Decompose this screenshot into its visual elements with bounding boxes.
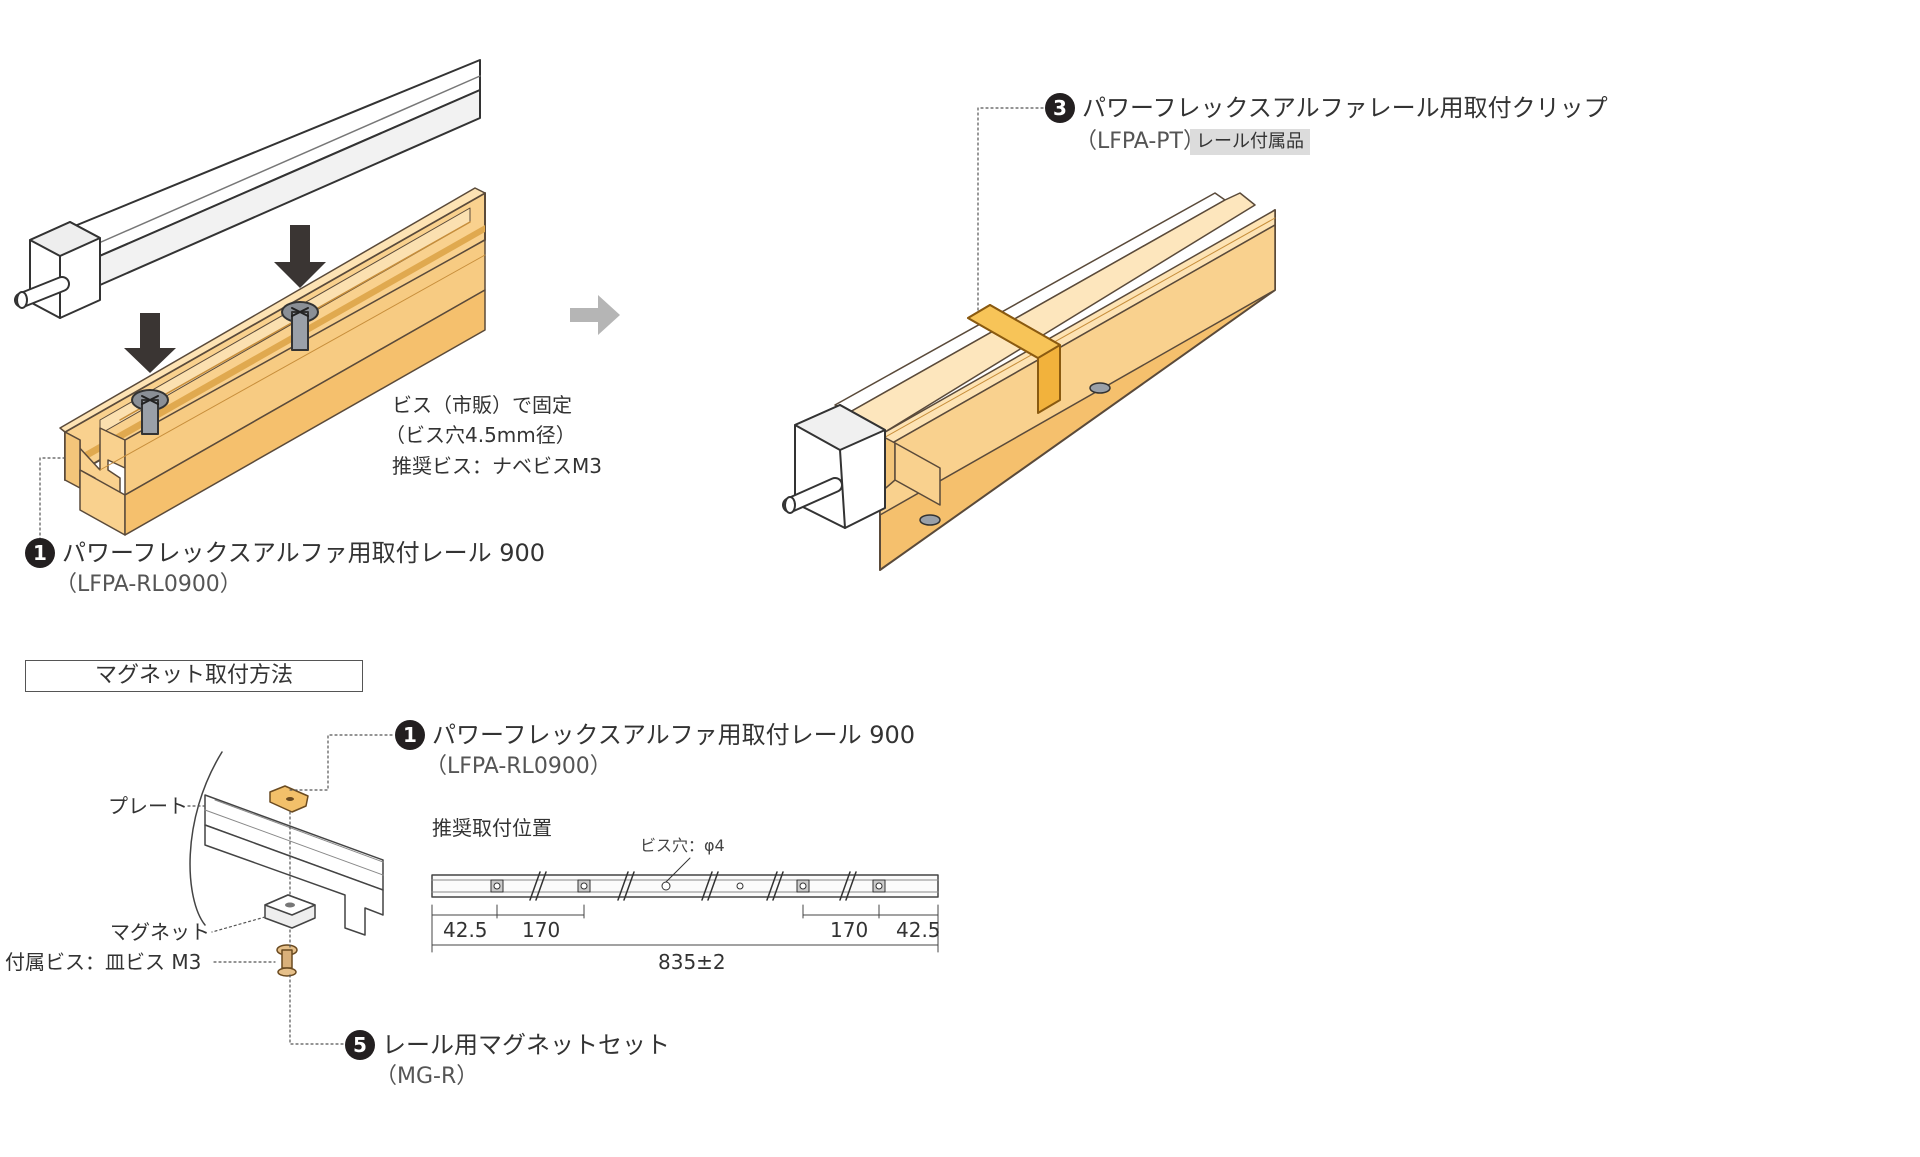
mounting-position-title: 推奨取付位置 [432, 816, 552, 840]
screw-note-line1: ビス（市販）で固定 [392, 393, 572, 417]
part-number-badge: 5 [345, 1030, 375, 1060]
mounting-rail-illustration [59, 187, 486, 536]
down-arrow-icon [124, 313, 176, 373]
accessory-tag: レール付属品 [1190, 129, 1310, 155]
screw-icon [276, 944, 298, 977]
mounting-position-diagram [431, 857, 939, 953]
dim-total: 835±2 [658, 950, 726, 974]
part-number-badge: 1 [395, 720, 425, 750]
leader-lines [39, 107, 1046, 1045]
dim-left-edge: 42.5 [443, 918, 488, 942]
magnet-assembly-illustration [189, 751, 384, 977]
part-number-badge: 3 [1045, 93, 1075, 123]
rail-code: （LFPA-RL0900） [55, 572, 242, 597]
rail-with-clip-illustration [782, 192, 1276, 571]
screw-label: 付属ビス：皿ビス M3 [5, 950, 202, 974]
clip-name: パワーフレックスアルファレール用取付クリップ [1082, 94, 1608, 122]
down-arrow-icon [274, 225, 326, 288]
screw-icon [281, 301, 319, 351]
screw-icon [131, 389, 169, 435]
hole-label: ビス穴：φ4 [640, 836, 725, 855]
rail-code: （LFPA-RL0900） [425, 754, 612, 779]
dim-right-pitch: 170 [830, 918, 869, 942]
clip-code: （LFPA-PT） [1075, 129, 1205, 154]
right-arrow-icon [570, 295, 620, 335]
led-strip-illustration [14, 59, 481, 319]
dim-left-pitch: 170 [522, 918, 561, 942]
plate-label: プレート [108, 794, 188, 818]
magnet-label: マグネット [110, 920, 210, 944]
rail-name: パワーフレックスアルファ用取付レール 900 [432, 721, 916, 749]
screw-note-line3: 推奨ビス：ナベビスM3 [392, 454, 602, 478]
screw-note-line2: （ビス穴4.5mm径） [385, 423, 576, 447]
magnet-set-name: レール用マグネットセット [382, 1031, 670, 1059]
rail-name: パワーフレックスアルファ用取付レール 900 [62, 539, 546, 567]
part-number-badge: 1 [25, 538, 55, 568]
dim-right-edge: 42.5 [896, 918, 941, 942]
magnet-section-title: マグネット取付方法 [25, 660, 363, 692]
magnet-set-code: （MG-R） [375, 1064, 479, 1089]
